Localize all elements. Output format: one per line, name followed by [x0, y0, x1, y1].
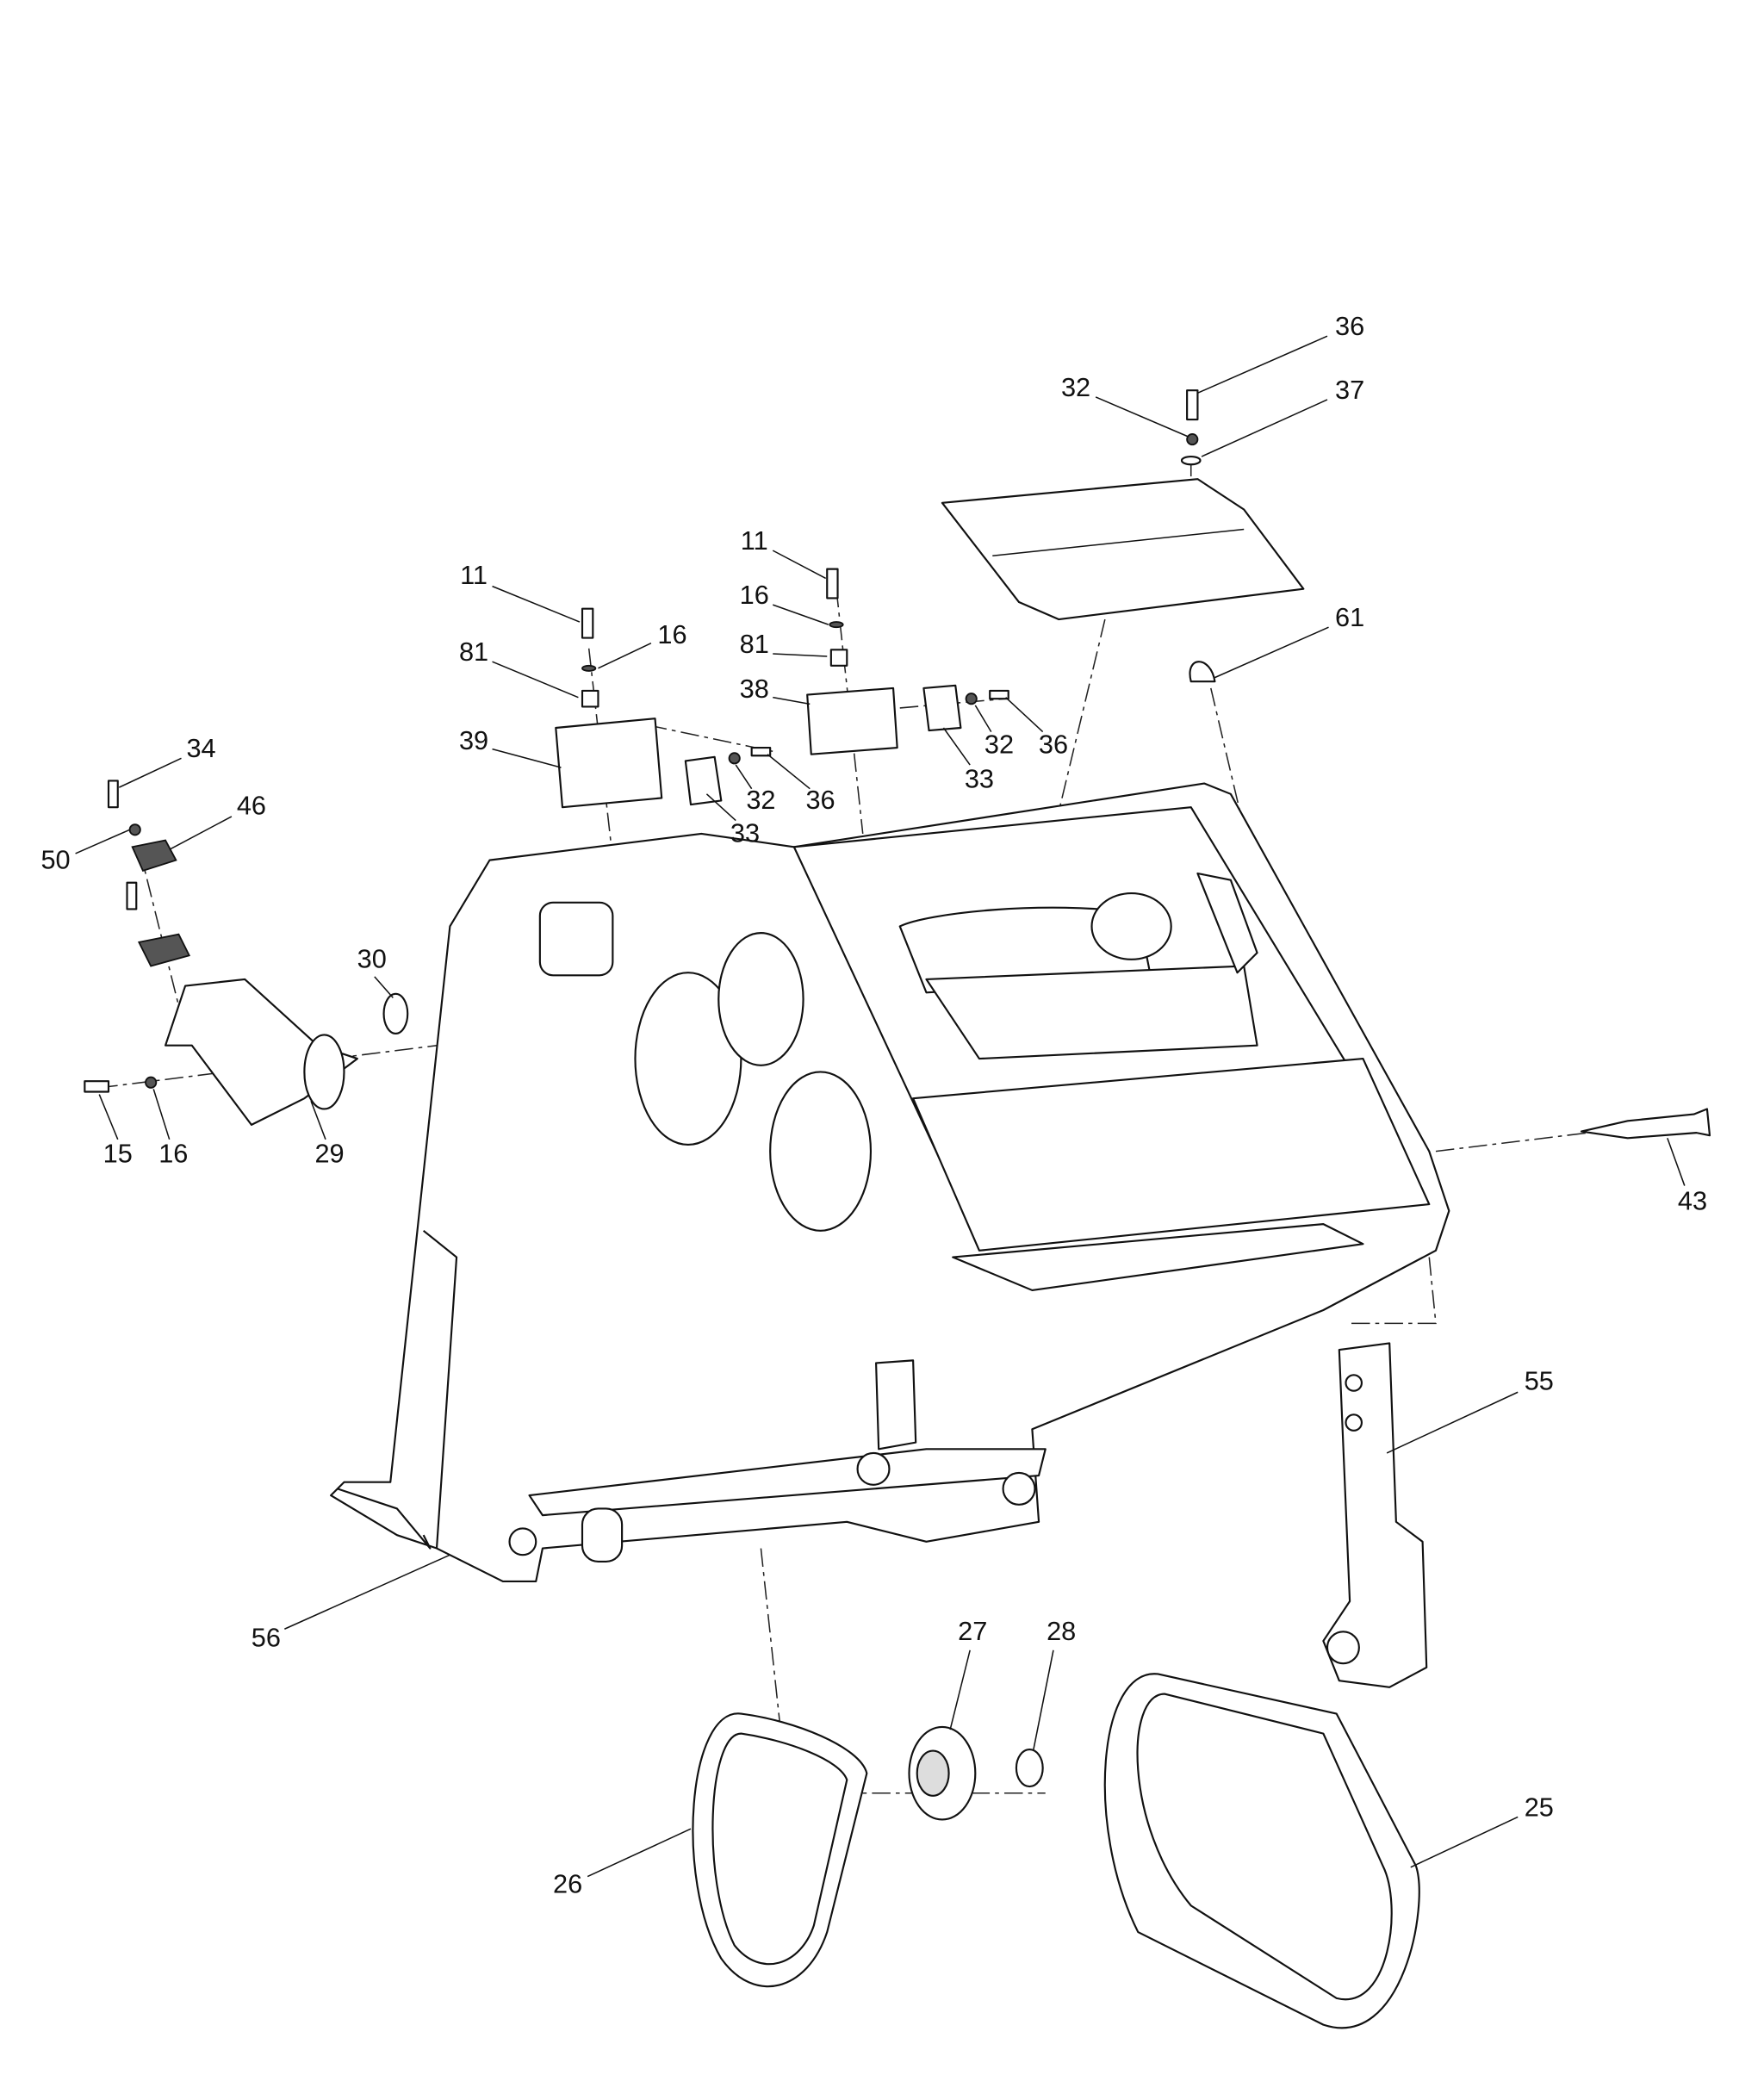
- callout-label: 36: [1039, 730, 1068, 760]
- callout-label: 43: [1678, 1186, 1707, 1216]
- callout-label: 32: [746, 785, 775, 815]
- callout-label: 81: [459, 637, 488, 667]
- callout-label: 37: [1335, 375, 1364, 405]
- callout-label: 16: [158, 1138, 188, 1168]
- callout-label: 56: [252, 1623, 281, 1653]
- callout-label: 81: [740, 629, 769, 659]
- callout-label: 29: [314, 1138, 344, 1168]
- callout-label: 46: [237, 790, 266, 820]
- callout-label: 27: [958, 1616, 987, 1646]
- leader-lines: [75, 335, 1686, 1878]
- callout-label: 25: [1525, 1792, 1554, 1822]
- callout-label: 32: [1061, 372, 1090, 402]
- callout-label: 34: [186, 733, 215, 763]
- callout-label: 36: [805, 785, 835, 815]
- callout-label: 50: [40, 844, 70, 874]
- hardware-parts: [84, 389, 1711, 1688]
- callout-label: 11: [741, 525, 768, 556]
- callout-label: 33: [730, 818, 760, 848]
- callout-label: 26: [553, 1868, 582, 1898]
- callout-label: 28: [1047, 1616, 1076, 1646]
- callout-label: 16: [657, 619, 686, 649]
- callout-label: 38: [740, 674, 769, 704]
- callout-label: 33: [965, 764, 994, 794]
- cover-plate: [941, 478, 1305, 621]
- callout-label: 11: [460, 560, 488, 590]
- callout-label: 61: [1335, 602, 1364, 632]
- belts-and-pulley: [692, 1673, 1420, 2029]
- callout-label: 55: [1525, 1366, 1554, 1396]
- callout-label: 30: [357, 944, 387, 974]
- callout-label: 32: [984, 730, 1014, 760]
- callout-label: 16: [740, 580, 769, 610]
- callout-label: 36: [1335, 311, 1364, 341]
- frame-part-56: [330, 782, 1450, 1583]
- callout-label: 39: [459, 725, 488, 755]
- callout-label: 15: [103, 1138, 133, 1168]
